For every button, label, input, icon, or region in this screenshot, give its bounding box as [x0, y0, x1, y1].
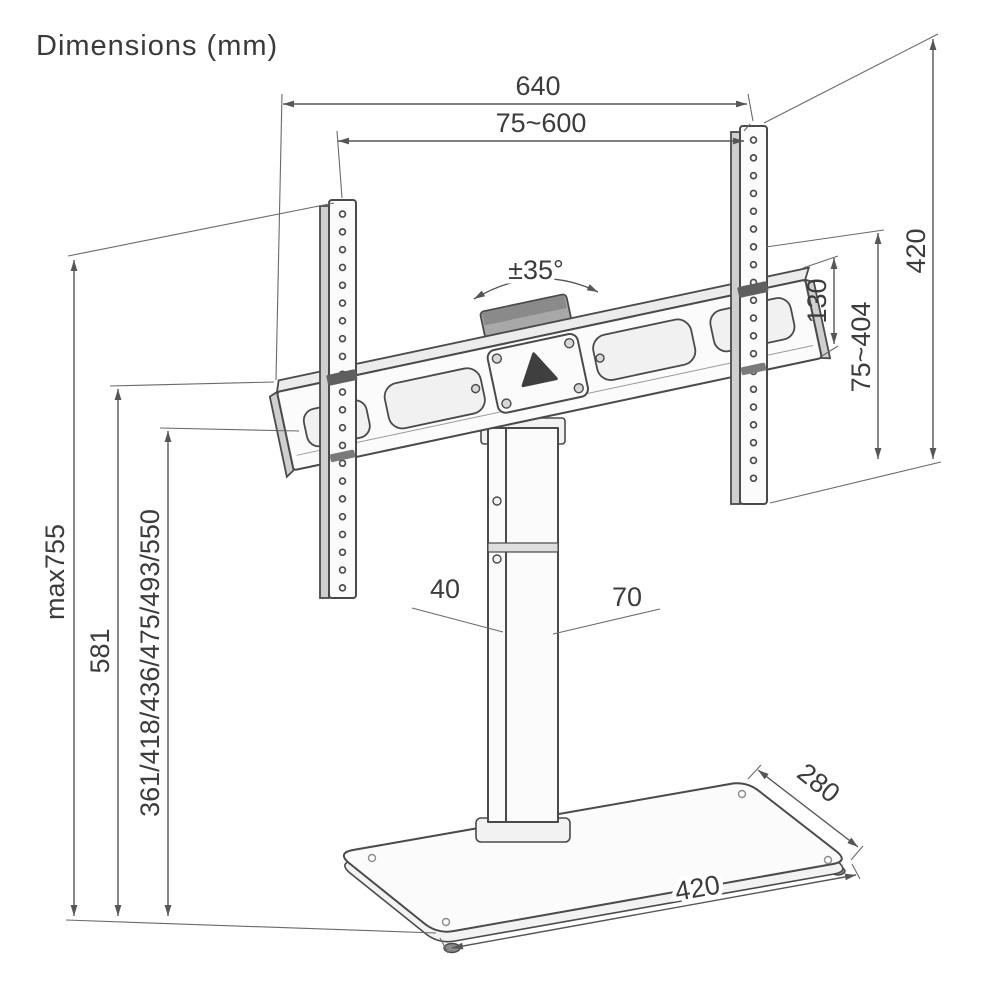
base-corner-screw [737, 789, 747, 799]
dim-label-rail-height: 420 [901, 228, 931, 273]
swivel-arc-arrows [473, 277, 599, 300]
leader-line-column-width [552, 608, 661, 635]
swivel-pivot-cover-top [481, 295, 567, 326]
right-rail-bottom-tab [740, 362, 767, 376]
dim-line-base-depth [757, 769, 859, 848]
right-rail-hook-clip [737, 281, 769, 298]
left-rail-front-face [328, 199, 357, 599]
dim-label-vesa-height: 75~404 [846, 302, 876, 393]
ext-line-base-width-a [439, 937, 449, 954]
dim-label-max-height: max755 [40, 524, 70, 620]
dim-label-height-settings: 361/418/436/475/493/550 [135, 509, 165, 817]
right-rail-side-face [730, 131, 741, 505]
dim-label-pole-height: 581 [85, 628, 115, 673]
base-corner-screw [367, 853, 377, 863]
dim-label-swivel: ±35° [508, 255, 564, 285]
dim-label-vesa-width: 75~600 [496, 108, 587, 138]
base-corner-screw [441, 917, 451, 927]
leader-line-column-depth [411, 607, 504, 633]
dim-label-overall-width: 640 [515, 71, 560, 101]
bar-screw [470, 383, 481, 394]
vesa-rail-right [730, 125, 769, 505]
support-column [475, 417, 571, 843]
ext-line-130-bottom [821, 345, 839, 357]
left-rail-side-face [319, 205, 330, 599]
ext-line-640-left [275, 93, 283, 381]
dim-label-column-depth: 40 [430, 574, 460, 604]
dim-label-base-width: 420 [673, 869, 723, 906]
base-corner-screw [823, 855, 833, 865]
left-rail-hook-clip [326, 369, 358, 386]
ext-line-base-width-b [851, 863, 861, 880]
column-screw [492, 554, 502, 564]
dimension-annotations: 640 75~600 ±35° 130 75~404 420 max755 [40, 33, 942, 954]
ext-line-vesa-height-top [765, 229, 885, 248]
dim-label-bracket-height: 130 [802, 278, 832, 323]
ext-line-vesa-width-right [743, 123, 751, 132]
ext-line-420-top [763, 33, 939, 124]
bar-cutout [592, 318, 697, 381]
left-rail-bottom-tab [329, 449, 356, 463]
base-plate [342, 782, 846, 954]
column-screw [492, 496, 502, 506]
column-joint-band [487, 542, 559, 553]
column-side-face [487, 427, 507, 823]
dim-label-column-width: 70 [612, 582, 642, 612]
ext-line-640-right [747, 93, 754, 122]
plate-screw [501, 398, 512, 409]
ext-line-settings-top [159, 427, 300, 432]
plate-screw [491, 353, 503, 364]
plate-screw [564, 337, 575, 349]
ext-line-max755-top [67, 202, 335, 257]
bar-cutout [383, 367, 486, 430]
ext-line-shared-bottom [769, 461, 942, 504]
vesa-rail-left [319, 199, 358, 599]
plate-screw [573, 382, 584, 394]
ext-line-shared-bottom-left [65, 919, 437, 934]
ext-line-vesa-width-left [336, 130, 343, 199]
ext-line-base-depth-a [747, 764, 762, 780]
page-title: Dimensions (mm) [36, 30, 279, 62]
ext-line-130-top [802, 255, 839, 269]
dim-line-base-width [451, 873, 857, 950]
ext-line-base-depth-b [850, 845, 864, 861]
up-arrow-icon [521, 352, 558, 388]
bar-screw [595, 353, 605, 363]
dim-label-base-depth: 280 [792, 757, 846, 809]
column-front-face [505, 427, 559, 823]
ext-line-581-top [109, 381, 275, 387]
